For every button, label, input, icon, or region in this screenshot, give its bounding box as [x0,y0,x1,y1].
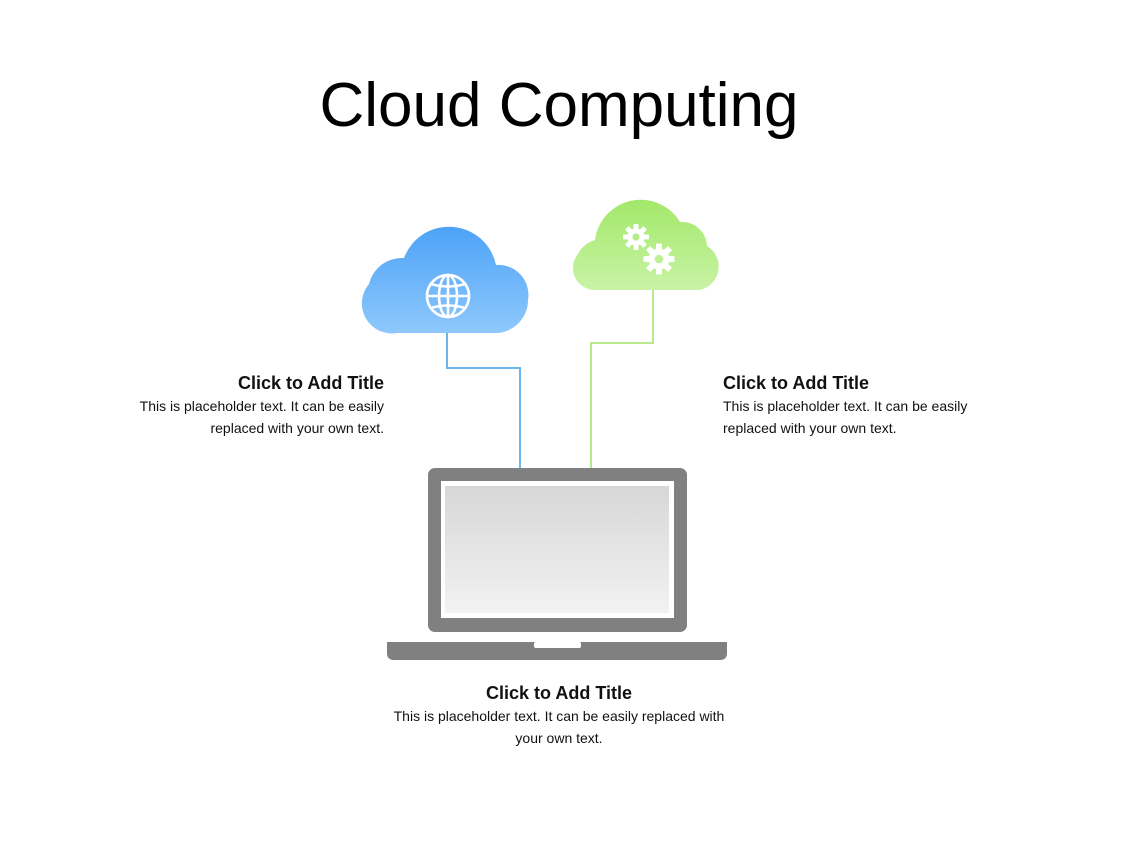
blue-connector-line [446,333,521,468]
green-cloud-icon [572,199,719,291]
gears-icon [623,224,675,275]
callout-bottom-title[interactable]: Click to Add Title [485,683,632,703]
callout-right-title[interactable]: Click to Add Title [723,373,870,393]
large-gear-icon [643,243,675,275]
callout-left: Click to Add Title This is placeholder t… [94,371,384,439]
callout-right-body[interactable]: This is placeholder text. It can be easi… [723,398,968,436]
laptop-trackpad-notch [534,642,581,648]
globe-icon [425,273,471,319]
callout-right: Click to Add Title This is placeholder t… [723,371,1013,439]
laptop-screen [445,486,669,613]
laptop-base [387,642,727,660]
callout-bottom-body[interactable]: This is placeholder text. It can be easi… [393,708,725,746]
green-connector-line [590,290,654,468]
callout-left-body[interactable]: This is placeholder text. It can be easi… [139,398,384,436]
callout-bottom: Click to Add Title This is placeholder t… [384,681,734,749]
laptop-icon [387,468,727,660]
callout-left-title[interactable]: Click to Add Title [237,373,384,393]
blue-cloud-icon [361,226,529,334]
small-gear-icon [623,224,649,250]
slide-title: Cloud Computing [319,71,799,140]
